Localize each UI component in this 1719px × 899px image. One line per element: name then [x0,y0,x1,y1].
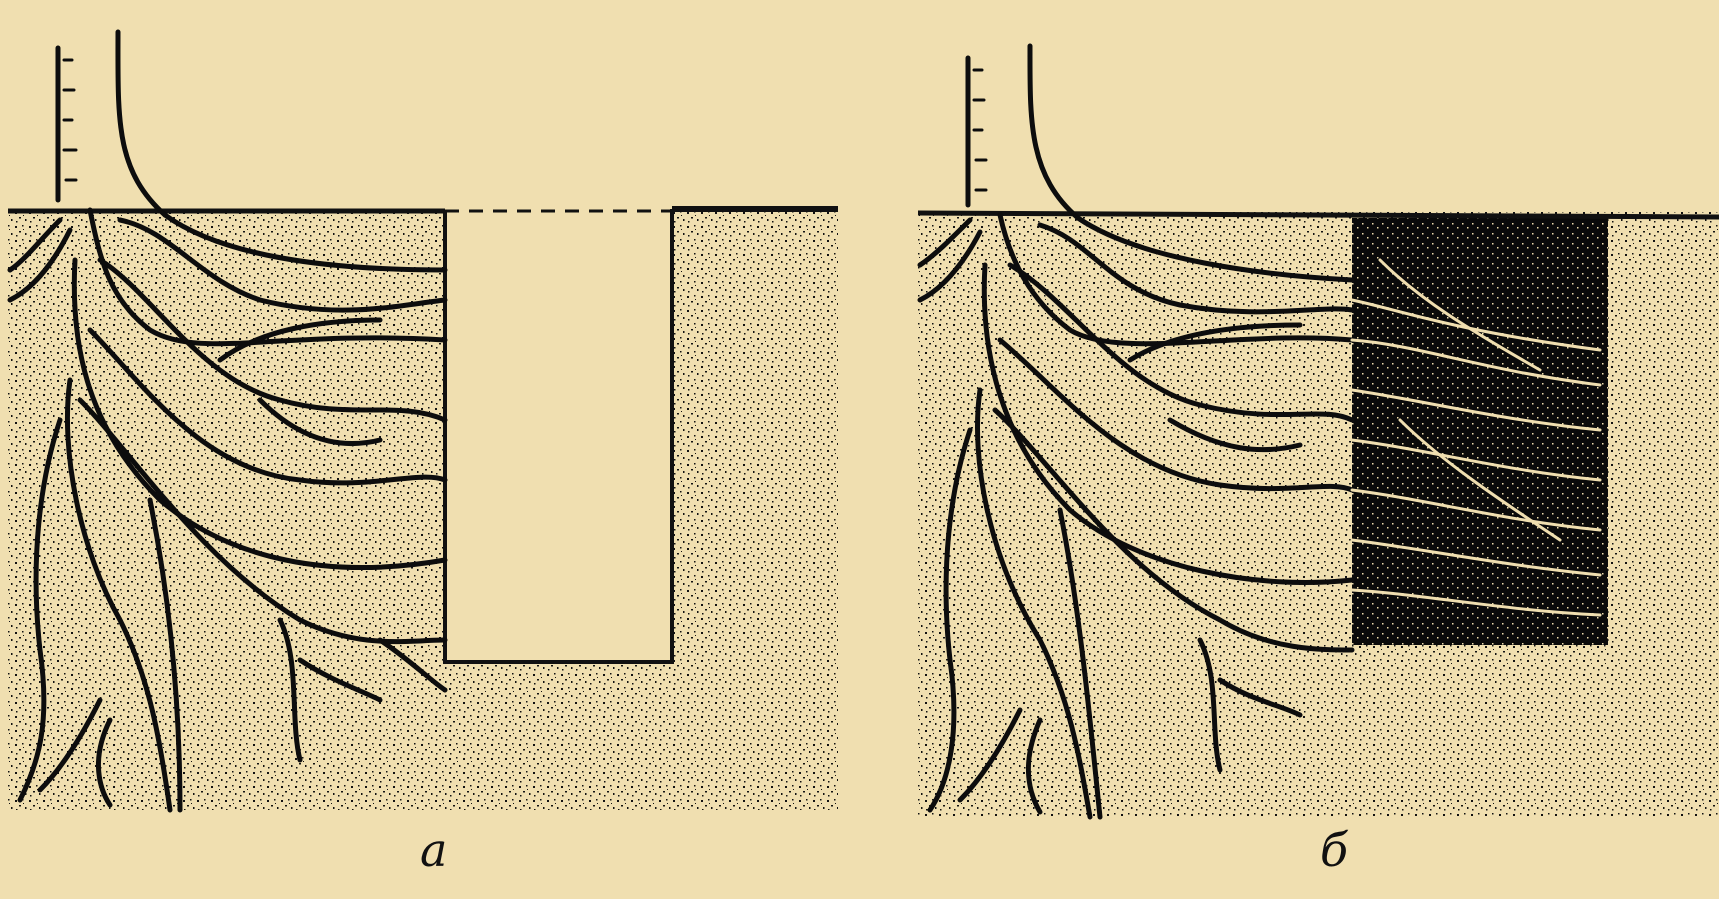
trench-outline-a [445,209,672,662]
trunk-a [58,32,165,215]
soil-left-a [8,210,838,810]
panel-a-caption: a [420,823,447,877]
fertile-fill-block-b [1352,218,1608,645]
panel-a-empty-trench: a [8,32,838,877]
trunk-b [968,46,1078,218]
panel-b-caption: б [1320,823,1349,877]
panel-b-filled-trench: б [918,46,1719,877]
